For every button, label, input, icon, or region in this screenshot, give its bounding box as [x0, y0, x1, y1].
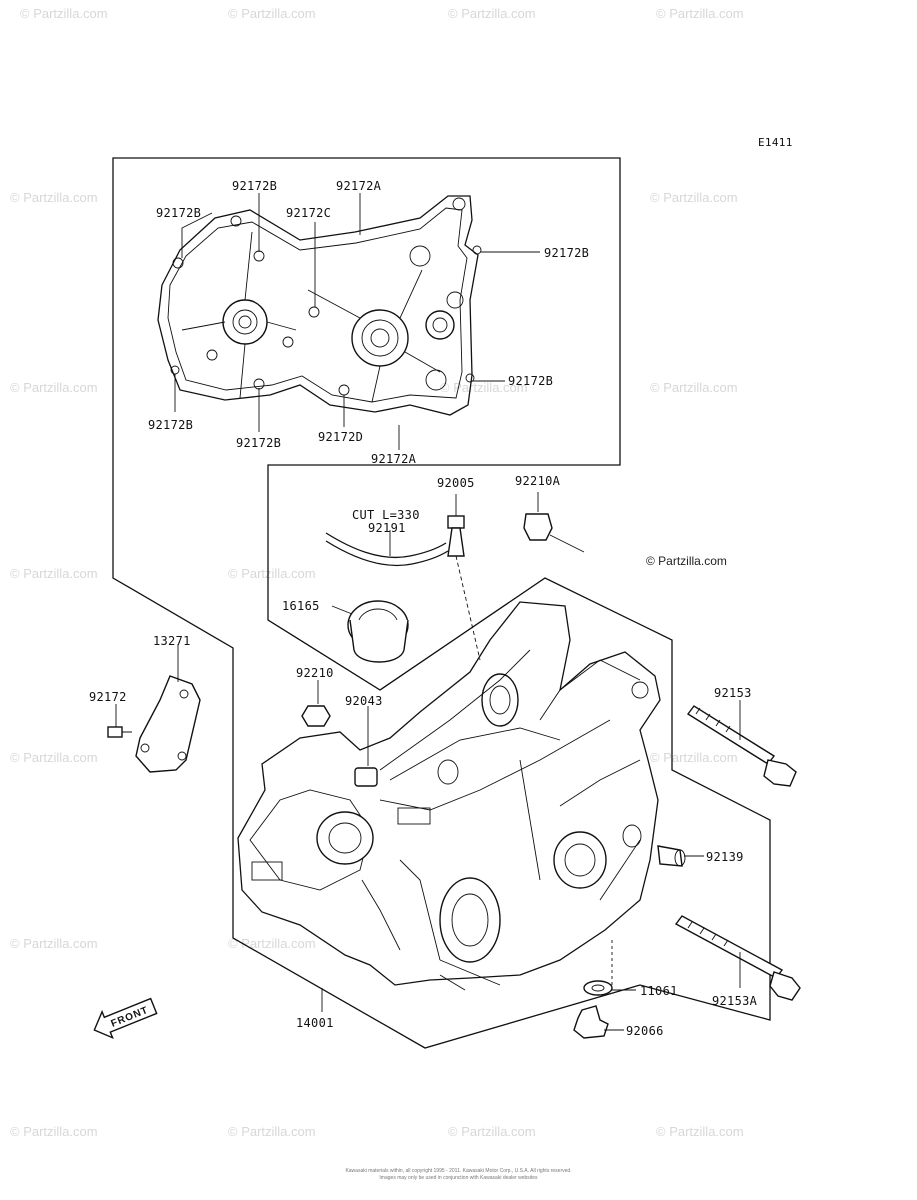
- watermark: © Partzilla.com: [228, 6, 316, 21]
- hose: [325, 530, 449, 567]
- diagram-code: E1411: [758, 136, 793, 149]
- watermark: © Partzilla.com: [650, 190, 738, 205]
- watermark: © Partzilla.com: [20, 6, 108, 21]
- crankcase-gasket: [157, 195, 482, 416]
- bolt-92153A: [674, 915, 801, 1001]
- part-label[interactable]: 92153: [714, 686, 752, 700]
- bearing: [331, 600, 409, 663]
- collar: [657, 845, 704, 867]
- bolt-92153: [686, 700, 797, 787]
- gasket-leader-lines: [174, 193, 540, 450]
- part-label[interactable]: 92172A: [336, 179, 382, 193]
- footer-copyright: Kawasaki materials within, all copyright…: [345, 1168, 572, 1174]
- watermark: © Partzilla.com: [10, 380, 98, 395]
- watermark: © Partzilla.com: [656, 6, 744, 21]
- part-label[interactable]: 92153A: [712, 994, 758, 1008]
- part-label[interactable]: 92172D: [318, 430, 364, 444]
- part-label[interactable]: 16165: [282, 599, 320, 613]
- plug: [523, 492, 585, 553]
- part-label[interactable]: 13271: [153, 634, 191, 648]
- part-label[interactable]: 92210A: [515, 474, 561, 488]
- watermark: © Partzilla.com: [228, 566, 316, 581]
- dowel-pins: [301, 680, 378, 787]
- watermark: © Partzilla.com: [440, 380, 528, 395]
- assembly-outline: [112, 157, 771, 1049]
- part-label[interactable]: 92172B: [148, 418, 194, 432]
- watermark: © Partzilla.com: [10, 750, 98, 765]
- part-label[interactable]: 92139: [706, 850, 744, 864]
- bracket: [107, 644, 201, 773]
- drain-plug: [573, 940, 636, 1039]
- part-label[interactable]: 92005: [437, 476, 475, 490]
- part-label[interactable]: 92066: [626, 1024, 664, 1038]
- fitting: [447, 494, 481, 661]
- watermark: © Partzilla.com: [448, 6, 536, 21]
- watermark: © Partzilla.com: [10, 566, 98, 581]
- subgroup-outline: [267, 577, 546, 691]
- front-arrow-icon: FRONT: [93, 997, 158, 1040]
- part-label[interactable]: 92172A: [371, 452, 417, 466]
- part-label[interactable]: 92172B: [508, 374, 554, 388]
- part-label[interactable]: 92210: [296, 666, 334, 680]
- watermark: © Partzilla.com: [10, 190, 98, 205]
- watermark: © Partzilla.com: [448, 1124, 536, 1139]
- crankcase: [237, 601, 661, 991]
- watermark: © Partzilla.com: [656, 1124, 744, 1139]
- part-label[interactable]: 92172B: [156, 206, 202, 220]
- watermark: © Partzilla.com: [10, 1124, 98, 1139]
- part-label[interactable]: 92172C: [286, 206, 332, 220]
- part-label[interactable]: 92172B: [232, 179, 278, 193]
- part-label[interactable]: 92172: [89, 690, 127, 704]
- part-label[interactable]: 92172B: [236, 436, 282, 450]
- watermark: © Partzilla.com: [10, 936, 98, 951]
- watermark: © Partzilla.com: [228, 1124, 316, 1139]
- part-label[interactable]: 14001: [296, 1016, 334, 1030]
- copyright-watermark: © Partzilla.com: [646, 554, 727, 568]
- part-label[interactable]: 92172B: [544, 246, 590, 260]
- part-label[interactable]: 11061: [640, 984, 678, 998]
- part-label[interactable]: 92043: [345, 694, 383, 708]
- footer-copyright: Images may only be used in conjunction w…: [379, 1175, 538, 1181]
- watermark: © Partzilla.com: [650, 380, 738, 395]
- part-label[interactable]: 92191: [368, 521, 406, 535]
- hose-cut-note: CUT L=330: [352, 508, 420, 522]
